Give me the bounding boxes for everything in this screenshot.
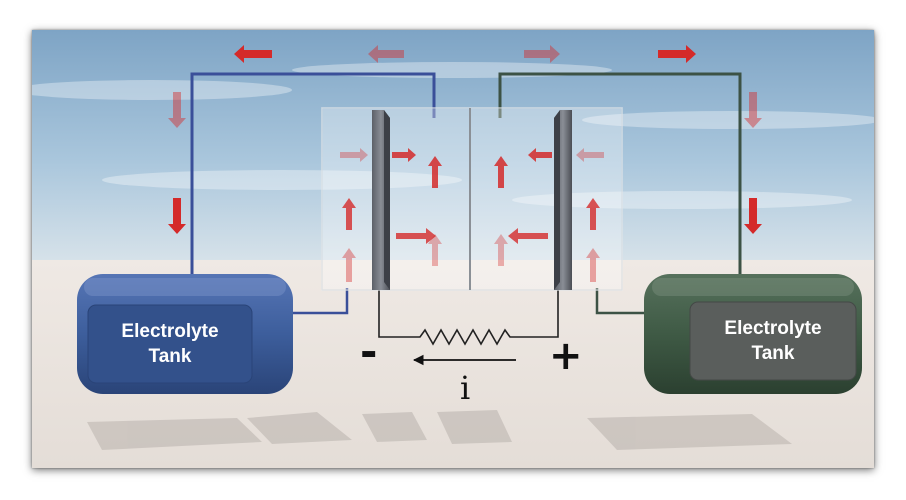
flow-arrow-left [234,45,272,63]
cell-arrow-up-faded-r4 [586,248,600,282]
cell-arrow-up-faded-r3 [494,234,508,266]
flow-arrow-down-left [168,198,186,234]
flow-arrow-right [658,45,696,63]
flow-arrow-down-faded-right [744,92,762,128]
cell-arrow-up [428,156,442,188]
right-return-pipe [498,72,742,275]
left-tank-label-line1: Electrolyte [121,321,219,342]
flow-arrow-left-faded [368,45,404,63]
flow-arrows-pipes [168,45,762,234]
cell-arrow-up-faded [342,198,356,230]
cell-arrow-faded [340,148,368,162]
negative-electrode [372,110,390,290]
cell-arrow-up-r [494,156,508,188]
flow-arrows-cell [340,148,604,282]
right-tank-label: Electrolyte Tank [690,302,856,380]
ground-shadows [87,410,792,450]
left-feed-pipe [287,288,349,315]
diagram-frame: Electrolyte Tank Electrolyte Tank - + i [32,30,874,468]
cell-body [321,107,623,291]
left-tank-label: Electrolyte Tank [88,305,252,383]
left-tank-label-line2: Tank [148,346,192,367]
cell-arrow-right-2 [396,228,436,244]
positive-terminal-sign: + [549,333,583,379]
right-feed-pipe [595,288,646,315]
flow-arrow-down-faded-left [168,92,186,128]
left-electrolyte-tank [77,274,293,394]
cell-arrow-right [392,148,416,162]
positive-electrode [554,110,572,290]
cell-arrow-up-r2 [586,198,600,230]
cell-arrow-up-faded-2 [342,248,356,282]
flow-arrow-down-right [744,198,762,234]
left-return-pipe [190,72,436,275]
cell-arrow-up-faded-3 [428,234,442,266]
negative-terminal-sign: - [360,327,378,376]
right-electrolyte-tank [644,274,862,394]
external-circuit-wire [378,288,559,346]
flow-arrow-right-faded [524,45,560,63]
current-label: i [460,369,471,407]
cell-arrow-left-2 [508,228,548,244]
right-tank-label-line1: Electrolyte [724,318,822,339]
flow-battery-scene [32,30,874,468]
cell-arrow-faded-r [576,148,604,162]
cell-arrow-left [528,148,552,162]
right-tank-label-line2: Tank [751,343,795,364]
